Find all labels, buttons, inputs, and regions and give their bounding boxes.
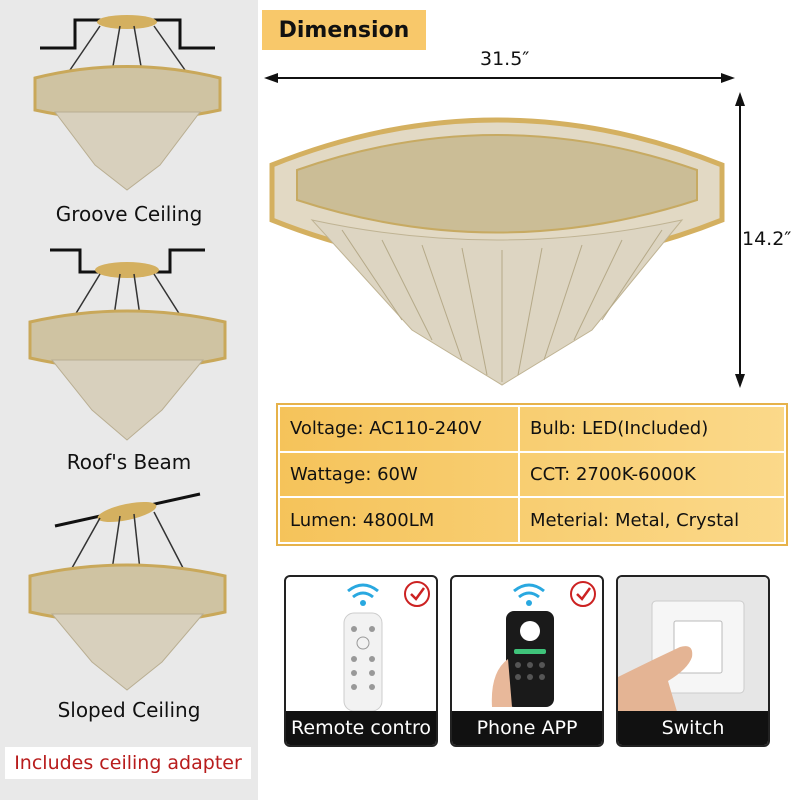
wall-switch-image	[618, 577, 768, 715]
check-icon	[570, 581, 596, 607]
roof-beam-chandelier-image	[28, 248, 227, 441]
spec-wattage: Wattage: 60W	[278, 450, 520, 499]
width-measurement: 31.5″	[480, 48, 530, 70]
remote-control-image	[343, 583, 383, 712]
remote-control-label: Remote contro	[286, 711, 436, 745]
phone-app-image	[491, 583, 554, 707]
spec-voltage: Voltage: AC110-240V	[278, 405, 520, 453]
specs-table: Voltage: AC110-240V Bulb: LED(Included) …	[276, 403, 788, 546]
switch-label: Switch	[618, 711, 768, 745]
sloped-ceiling-label: Sloped Ceiling	[57, 698, 201, 722]
spec-lumen: Lumen: 4800LM	[278, 496, 520, 544]
phone-app-label: Phone APP	[452, 711, 602, 745]
height-measurement: 14.2″	[742, 228, 792, 250]
spec-material: Meterial: Metal, Crystal	[518, 496, 786, 544]
groove-ceiling-label: Groove Ceiling	[55, 202, 203, 226]
switch-card: Switch	[616, 575, 770, 747]
dimension-title: Dimension	[262, 10, 426, 50]
sloped-ceiling-chandelier-image	[28, 492, 227, 691]
check-icon	[404, 581, 430, 607]
ceiling-adapter-note: Includes ceiling adapter	[5, 747, 251, 779]
roof-beam-label: Roof's Beam	[66, 450, 192, 474]
remote-control-card: Remote contro	[284, 575, 438, 747]
mounting-options-panel: Groove Ceiling Roof's Beam Sloped Ceilin…	[0, 0, 258, 800]
spec-cct: CCT: 2700K-6000K	[518, 450, 786, 499]
spec-bulb: Bulb: LED(Included)	[518, 405, 786, 453]
chandelier-dimension-drawing	[264, 73, 745, 388]
groove-ceiling-chandelier-image	[33, 15, 222, 191]
phone-app-card: Phone APP	[450, 575, 604, 747]
